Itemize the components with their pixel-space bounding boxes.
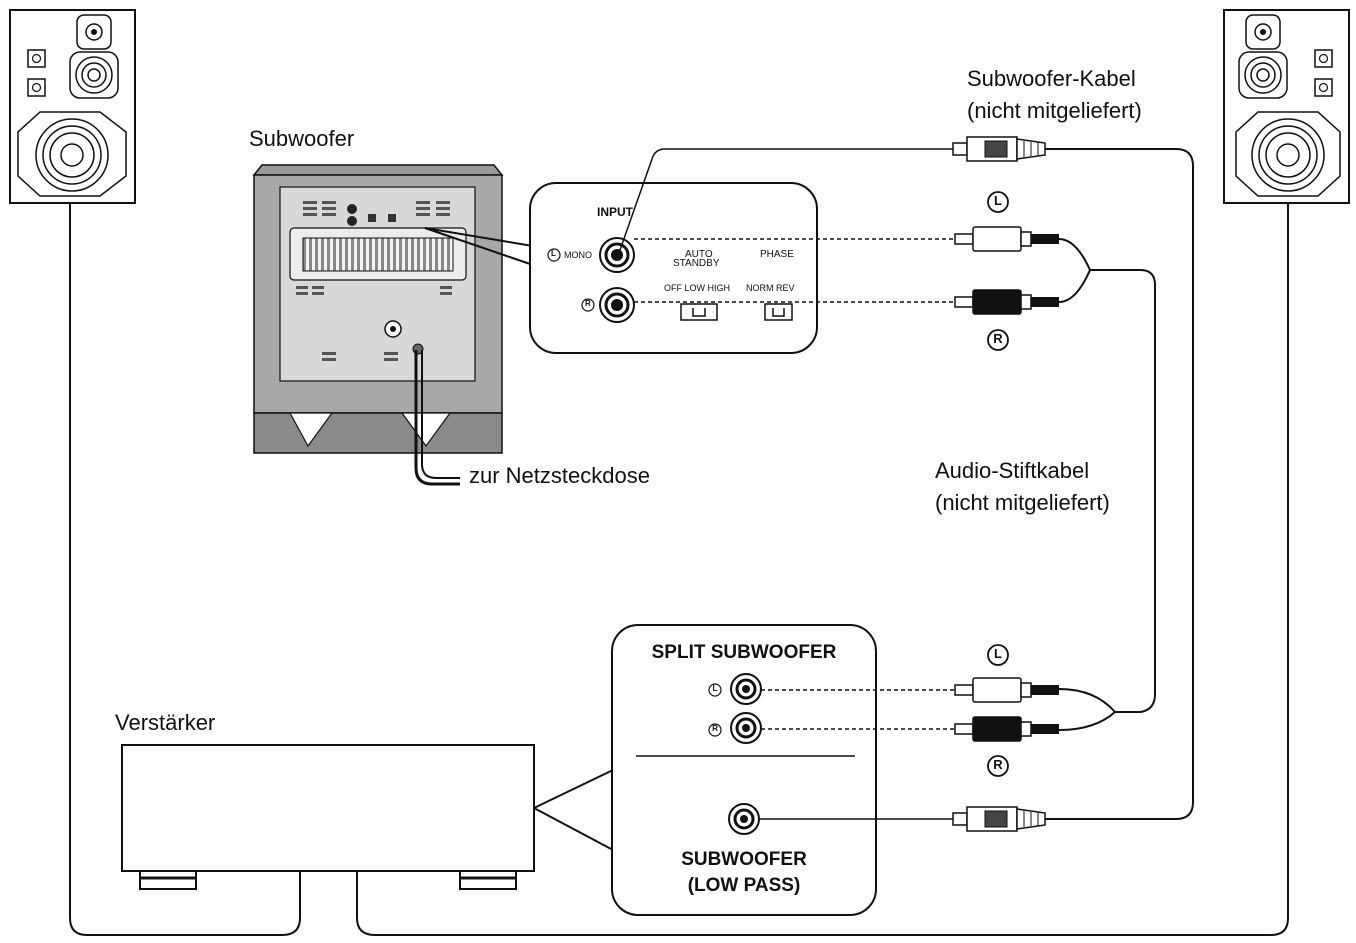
marker-r-top-text: R	[993, 331, 1003, 346]
left-speaker	[9, 9, 136, 204]
marker-r-bottom-text: R	[993, 757, 1003, 772]
audio-cable-plug-bottom-l	[954, 677, 1059, 703]
auto-standby-switch	[680, 303, 718, 321]
l-mono-marker: L	[551, 249, 556, 258]
phase-options: NORM REV	[746, 283, 795, 293]
subwoofer-low-pass-label: SUBWOOFER	[681, 849, 807, 870]
l-mono-label: MONO	[564, 250, 592, 260]
input-label: INPUT	[597, 205, 633, 219]
audio-cable-plug-top-l	[954, 226, 1059, 252]
phase-label: PHASE	[760, 249, 794, 260]
subwoofer-cable-loop	[1045, 148, 1194, 820]
amplifier-output-panel	[611, 624, 877, 916]
subwoofer-input-panel	[529, 182, 818, 354]
split-r-marker: R	[712, 724, 718, 733]
split-subwoofer-label: SPLIT SUBWOOFER	[651, 642, 837, 663]
audio-cable-note: (nicht mitgeliefert)	[935, 490, 1110, 515]
subwoofer-label: Subwoofer	[249, 126, 355, 151]
audio-cable-plug-top-r	[954, 289, 1059, 315]
audio-cable-plug-bottom-r	[954, 716, 1059, 742]
audio-cable-top-y	[1058, 238, 1156, 713]
amplifier-label: Verstärker	[115, 710, 216, 735]
marker-l-top-text: L	[994, 193, 1002, 208]
standby-options: OFF LOW HIGH	[664, 283, 730, 293]
power-outlet-label: zur Netzsteckdose	[469, 463, 650, 488]
auto-standby-label-2: STANDBY	[673, 258, 720, 269]
audio-cable-label: Audio-Stiftkabel	[935, 458, 1090, 483]
zoom-wedge-subwoofer	[424, 227, 534, 266]
speaker-wire-left	[69, 203, 301, 936]
audio-cable-bottom-y	[1058, 688, 1117, 731]
right-speaker	[1223, 9, 1350, 204]
subwoofer-cable-top-to-input	[619, 148, 953, 251]
channel-marker-r-bottom	[987, 755, 1009, 777]
power-cord	[414, 350, 460, 486]
subwoofer-cable-label: Subwoofer-Kabel	[967, 66, 1136, 91]
subwoofer-unit	[252, 164, 504, 454]
r-input-marker: R	[585, 299, 591, 308]
zoom-wedge-amplifier	[533, 769, 614, 851]
marker-l-bottom-text: L	[994, 646, 1002, 661]
auto-standby-label-1: AUTO	[685, 249, 713, 260]
subwoofer-low-pass-note: (LOW PASS)	[687, 875, 801, 896]
subwoofer-cable-plug-top	[952, 136, 1046, 162]
channel-marker-l-top	[987, 191, 1009, 213]
phase-switch	[764, 303, 793, 321]
amplifier-unit	[121, 744, 535, 890]
split-l-marker: L	[712, 684, 718, 693]
channel-marker-l-bottom	[987, 644, 1009, 666]
subwoofer-cable-plug-bottom	[952, 806, 1046, 832]
subwoofer-cable-note: (nicht mitgeliefert)	[967, 98, 1142, 123]
channel-marker-r-top	[987, 329, 1009, 351]
speaker-wire-right	[356, 203, 1289, 936]
